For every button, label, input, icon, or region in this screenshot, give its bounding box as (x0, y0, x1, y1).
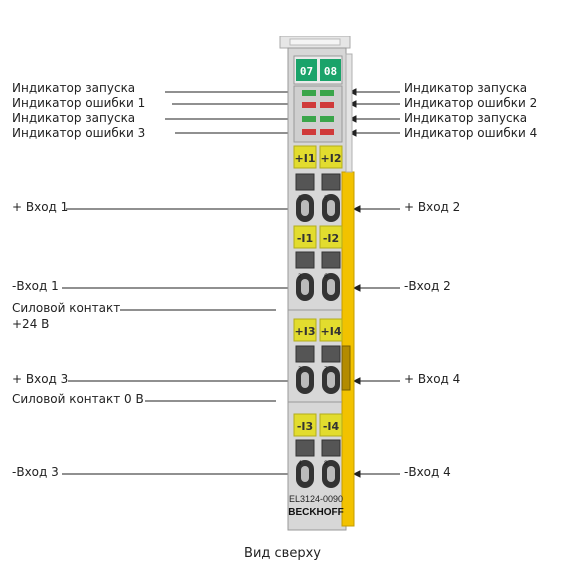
model-number: EL3124-0090 (289, 494, 343, 504)
pin-8: 8 (324, 460, 328, 467)
terminal-label-plus-i1: +I1 (295, 152, 316, 165)
pin-6: 6 (324, 273, 328, 280)
label-plus-input-4: + Вход 4 (404, 372, 461, 386)
led-label-07 (296, 59, 317, 81)
error-led-3 (302, 129, 316, 135)
label-run-led-3-right: Индикатор запуска (404, 111, 528, 125)
pin-5: 5 (324, 195, 328, 202)
label-plus-input-1: + Вход 1 (12, 200, 69, 214)
terminal-label-plus-i4: +I4 (321, 325, 342, 338)
led-label-08 (320, 59, 341, 81)
label-run-led-1-left: Индикатор запуска (12, 81, 136, 95)
run-led-4 (320, 116, 334, 122)
run-led-3 (302, 116, 316, 122)
led-text-08: 08 (324, 65, 337, 78)
error-led-4 (320, 129, 334, 135)
label-error-led-4: Индикатор ошибки 4 (404, 126, 538, 140)
terminal-label-minus-i3: -I3 (297, 420, 313, 433)
brand-logo: BECKHOFF (288, 507, 344, 518)
terminal-label-plus-i2: +I2 (321, 152, 342, 165)
label-power-contact-24v: Силовой контакт (12, 301, 121, 315)
terminal-label-minus-i4: -I4 (323, 420, 340, 433)
label-minus-input-3: -Вход 3 (12, 465, 59, 479)
terminal-label-plus-i3: +I3 (295, 325, 316, 338)
pin-1: 1 (298, 195, 302, 202)
label-error-led-2: Индикатор ошибки 2 (404, 96, 538, 110)
label-run-led-3-left: Индикатор запуска (12, 111, 136, 125)
terminal-module: 07 08 +I1 +I2 1 5 -I1 -I2 2 6 +I3 +I4 3 … (279, 36, 355, 531)
label-minus-input-4: -Вход 4 (404, 465, 451, 479)
pin-4: 4 (298, 460, 302, 467)
label-run-led-1-right: Индикатор запуска (404, 81, 528, 95)
terminal-label-minus-i2: -I2 (323, 232, 339, 245)
run-led-2 (320, 90, 334, 96)
terminal-label-minus-i1: -I1 (297, 232, 313, 245)
label-power-contact-0v: Силовой контакт 0 В (12, 392, 144, 406)
led-text-07: 07 (300, 65, 313, 78)
label-minus-input-1: -Вход 1 (12, 279, 59, 293)
label-error-led-3: Индикатор ошибки 3 (12, 126, 146, 140)
error-led-2 (320, 102, 334, 108)
label-error-led-1: Индикатор ошибки 1 (12, 96, 146, 110)
error-led-1 (302, 102, 316, 108)
label-power-contact-24v-value: +24 В (12, 317, 50, 331)
run-led-1 (302, 90, 316, 96)
pin-7: 7 (324, 366, 328, 373)
pin-2: 2 (298, 273, 302, 280)
pin-3: 3 (298, 366, 302, 373)
caption-top-view: Вид сверху (244, 546, 321, 561)
label-minus-input-2: -Вход 2 (404, 279, 451, 293)
label-plus-input-2: + Вход 2 (404, 200, 461, 214)
label-plus-input-3: + Вход 3 (12, 372, 69, 386)
